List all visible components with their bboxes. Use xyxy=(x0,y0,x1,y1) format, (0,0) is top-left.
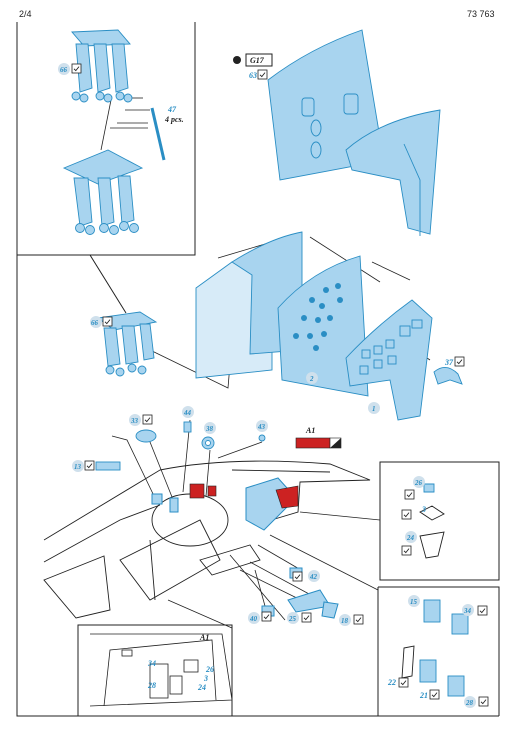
part-63-drawing xyxy=(267,29,441,236)
label-22: 22 xyxy=(387,678,396,687)
inset-label-24: 24 xyxy=(197,683,206,692)
label-2: 2 xyxy=(309,375,314,383)
inset-bottom-right-parts xyxy=(401,599,469,697)
check-33 xyxy=(142,414,153,425)
catalog-number: 73 763 xyxy=(467,9,495,19)
check-37 xyxy=(454,356,465,367)
check-25 xyxy=(301,612,312,623)
label-40: 40 xyxy=(249,615,258,623)
label-44: 44 xyxy=(183,409,192,417)
label-3: 3 xyxy=(421,505,426,514)
label-28: 28 xyxy=(465,699,474,707)
check-24 xyxy=(401,545,412,556)
check-34 xyxy=(477,605,488,616)
label-43: 43 xyxy=(257,423,266,431)
check-26 xyxy=(404,489,415,500)
label-38: 38 xyxy=(205,425,214,433)
inset-bottom-drawing xyxy=(89,633,233,707)
inset-label-34: 34 xyxy=(147,659,156,668)
label-15: 15 xyxy=(410,598,418,606)
fuselage-drawing xyxy=(43,460,371,619)
check-21 xyxy=(429,689,440,700)
part-66-mid-drawing xyxy=(96,311,158,377)
label-g17: G17 xyxy=(250,56,265,65)
part-66-assembled-drawing xyxy=(62,149,144,235)
part-g17-badge xyxy=(233,53,273,67)
part-66-top-drawing xyxy=(71,29,133,103)
label-24: 24 xyxy=(406,534,415,542)
check-18 xyxy=(353,614,364,625)
number-circles xyxy=(58,63,476,708)
label-42: 42 xyxy=(309,573,318,581)
small-parts-drawing xyxy=(95,421,266,471)
part-labels: 66 47 4 pcs. 66 G17 63 37 2 1 33 44 38 4… xyxy=(60,56,489,707)
label-66-top: 66 xyxy=(60,66,68,74)
label-13: 13 xyxy=(74,463,82,471)
part-a1-red-swatch xyxy=(295,437,342,449)
check-66-top xyxy=(71,63,82,74)
check-28 xyxy=(478,696,489,707)
label-21: 21 xyxy=(419,691,428,700)
frame xyxy=(16,22,500,717)
check-40 xyxy=(261,611,272,622)
label-33: 33 xyxy=(130,417,139,425)
page-number: 2/4 xyxy=(19,9,32,19)
label-25: 25 xyxy=(288,615,297,623)
label-26: 26 xyxy=(414,479,423,487)
label-18: 18 xyxy=(341,617,349,625)
label-63: 63 xyxy=(249,71,257,80)
label-34: 34 xyxy=(463,607,472,615)
label-37: 37 xyxy=(444,358,454,367)
check-22 xyxy=(398,677,409,688)
check-63 xyxy=(257,69,268,80)
check-42 xyxy=(292,571,303,582)
inset-right-parts xyxy=(419,483,445,559)
cockpit-highlights xyxy=(151,477,339,619)
check-13 xyxy=(84,460,95,471)
inset-label-3: 3 xyxy=(203,674,208,683)
label-1: 1 xyxy=(372,405,376,413)
label-66-mid: 66 xyxy=(91,319,99,327)
inset-label-26: 26 xyxy=(205,665,214,674)
part-2-panel-drawing xyxy=(195,231,369,397)
inset-label-28: 28 xyxy=(147,681,156,690)
check-3a xyxy=(401,509,412,520)
label-47: 47 xyxy=(167,105,177,114)
check-66-mid xyxy=(102,316,113,327)
inset-title-a1: A1 xyxy=(199,633,209,642)
part-1-panel-drawing xyxy=(345,299,433,421)
part-47-drawing xyxy=(150,107,166,161)
part-37-drawing xyxy=(433,367,463,385)
label-47-note: 4 pcs. xyxy=(164,115,184,124)
label-a1: A1 xyxy=(305,426,315,435)
